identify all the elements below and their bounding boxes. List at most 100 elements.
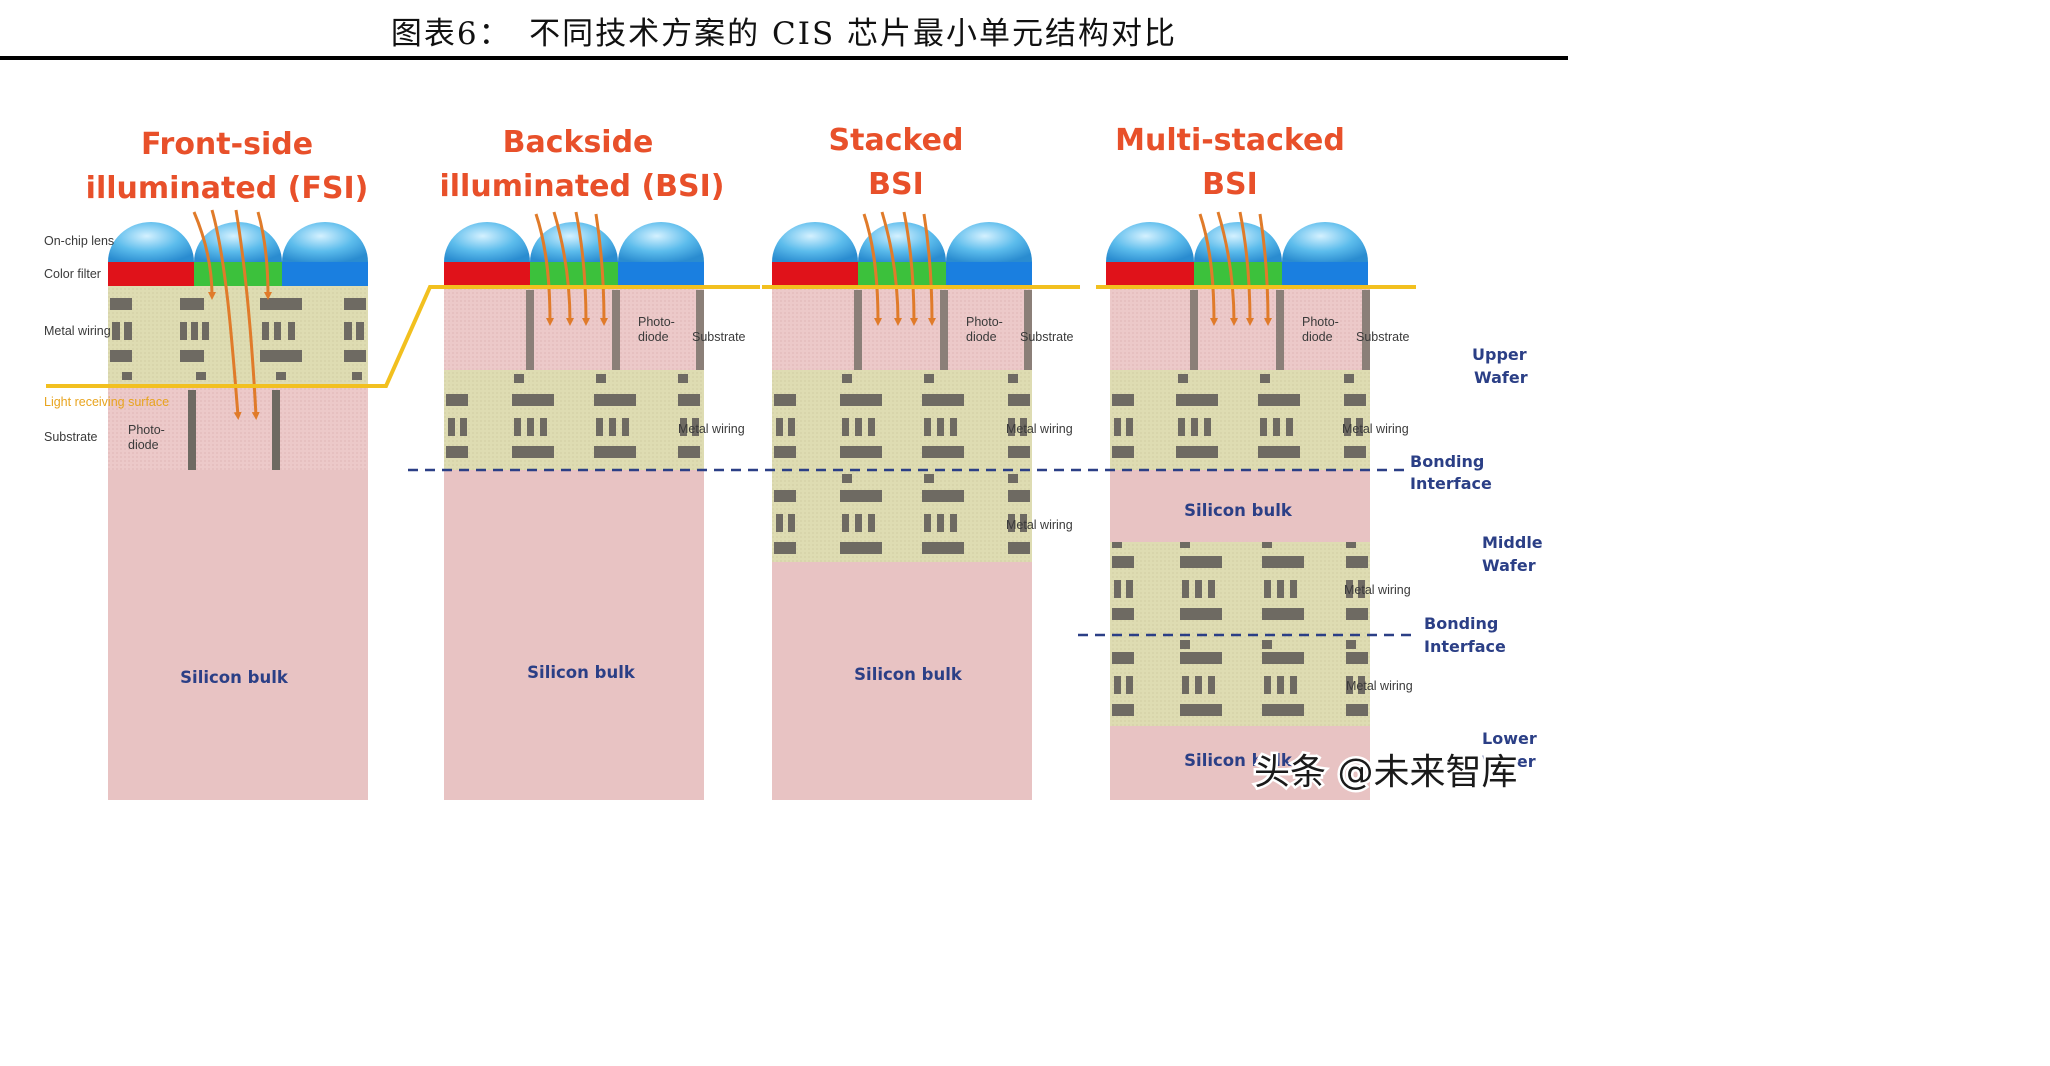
watermark: 头条 @未来智库: [1254, 752, 1517, 793]
bsi-silicon-bulk-label: Silicon bulk: [527, 663, 636, 682]
multi-middle-wires: [1112, 542, 1368, 620]
fsi-substrate-label: Substrate: [44, 430, 98, 444]
fsi-metal-layer: [108, 286, 368, 388]
light-receiving-surface-line: [46, 285, 760, 388]
multi-lens-3: [1282, 222, 1368, 262]
stacked-pixel-walls: [854, 290, 1032, 370]
bsi-lens-2: [530, 222, 618, 262]
multi-filter-blue: [1282, 262, 1368, 286]
multi-title-line1: Multi-stacked: [1115, 123, 1345, 158]
bsi-column: Photo- diode Substrate Metal wiring Sili…: [444, 211, 746, 800]
multi-middle-silicon-bulk-label: Silicon bulk: [1184, 501, 1293, 520]
bsi-filter-green: [530, 262, 618, 286]
bsi-substrate-label: Substrate: [692, 330, 746, 344]
multi-middle-metal-wiring-label: Metal wiring: [1344, 583, 1411, 597]
fsi-filter-blue: [282, 262, 368, 286]
stacked-lens-3: [946, 222, 1032, 262]
bsi-metal-wires: [446, 374, 700, 458]
figure-title: 图表6： 不同技术方案的 CIS 芯片最小单元结构对比: [390, 16, 1178, 52]
fsi-lens-1: [108, 222, 194, 262]
multi-lower-silicon-bulk-label: Silicon bulk: [1184, 751, 1293, 770]
multi-light-arrows: [1198, 211, 1272, 326]
multi-column: Photo- diode Substrate Metal wiring Meta…: [1106, 211, 1413, 800]
multi-filter-green: [1194, 262, 1282, 286]
multi-lower-silicon-bulk: [1110, 726, 1370, 800]
stacked-lower-metal-layer: [772, 470, 1032, 562]
fsi-filter-label: Color filter: [44, 267, 101, 281]
fsi-light-arrows: [192, 209, 272, 420]
multi-filter-red: [1106, 262, 1194, 286]
fsi-photodiode-label-2: diode: [128, 438, 159, 452]
stacked-lower-wires: [774, 474, 1030, 554]
bsi-filter-blue: [618, 262, 704, 286]
multi-lower-wires: [1112, 640, 1368, 716]
bsi-lens-3: [618, 222, 704, 262]
bsi-silicon-bulk: [444, 470, 704, 800]
stacked-filter-green: [858, 262, 946, 286]
stacked-light-arrows: [862, 211, 936, 326]
upper-wafer-label-2: Wafer: [1474, 368, 1528, 387]
stacked-silicon-bulk-label: Silicon bulk: [854, 665, 963, 684]
stacked-filter-red: [772, 262, 858, 286]
fsi-lens-3: [282, 222, 368, 262]
multi-lens-1: [1106, 222, 1194, 262]
multi-substrate: [1110, 286, 1370, 370]
multi-lower-metal-wiring-label: Metal wiring: [1346, 679, 1413, 693]
stacked-substrate: [772, 286, 1032, 370]
fsi-silicon-bulk-label: Silicon bulk: [180, 668, 289, 687]
multi-lens-2: [1194, 222, 1282, 262]
wafer-side-labels: Upper Wafer Bonding Interface Middle Waf…: [1410, 345, 1543, 771]
fsi-column: On-chip lens Color filter Metal wiring L…: [44, 209, 368, 800]
multi-photodiode-label-2: diode: [1302, 330, 1333, 344]
bonding-interface-label-4: Interface: [1424, 637, 1506, 656]
stacked-upper-wires: [774, 374, 1030, 458]
cis-structure-diagram: Front-side illuminated (FSI) Backside il…: [44, 123, 1543, 800]
stacked-lens-1: [772, 222, 858, 262]
multi-upper-metal-wiring-label: Metal wiring: [1342, 422, 1409, 436]
stacked-upper-metal-layer: [772, 370, 1032, 470]
multi-substrate-label: Substrate: [1356, 330, 1410, 344]
bsi-title-line2: illuminated (BSI): [439, 169, 724, 204]
stacked-photodiode-label-2: diode: [966, 330, 997, 344]
column-titles: Front-side illuminated (FSI) Backside il…: [86, 123, 1345, 206]
bsi-substrate: [444, 286, 704, 370]
multi-pixel-walls: [1190, 290, 1370, 370]
fsi-title-line2: illuminated (FSI): [86, 171, 369, 206]
bsi-title-line1: Backside: [503, 125, 654, 160]
title-underline: [0, 56, 1568, 60]
multi-middle-metal-layer: [1110, 542, 1370, 636]
stacked-silicon-bulk: [772, 562, 1032, 800]
stacked-column: Photo- diode Substrate Metal wiring Meta…: [772, 211, 1074, 800]
bsi-lens-1: [444, 222, 530, 262]
multi-photodiode-label-1: Photo-: [1302, 315, 1339, 329]
bsi-photodiode-label-2: diode: [638, 330, 669, 344]
fsi-light-surface-label: Light receiving surface: [44, 395, 169, 409]
lower-wafer-label-2: Wafer: [1482, 752, 1536, 771]
fsi-metal-label: Metal wiring: [44, 324, 111, 338]
stacked-lower-metal-wiring-label: Metal wiring: [1006, 518, 1073, 532]
bonding-interface-label-3: Bonding: [1424, 614, 1498, 633]
multi-upper-wires: [1112, 374, 1366, 458]
stacked-title-line2: BSI: [868, 167, 924, 202]
bsi-photodiode-label-1: Photo-: [638, 315, 675, 329]
fsi-photodiode-label-1: Photo-: [128, 423, 165, 437]
multi-title-line2: BSI: [1202, 167, 1258, 202]
stacked-lens-2: [858, 222, 946, 262]
stacked-filter-blue: [946, 262, 1032, 286]
multi-middle-silicon-bulk: [1110, 470, 1370, 542]
bsi-metal-wiring-label: Metal wiring: [678, 422, 745, 436]
bonding-interface-label-1: Bonding: [1410, 452, 1484, 471]
middle-wafer-label-2: Wafer: [1482, 556, 1536, 575]
stacked-upper-metal-wiring-label: Metal wiring: [1006, 422, 1073, 436]
stacked-photodiode-label-1: Photo-: [966, 315, 1003, 329]
fsi-side-labels: On-chip lens Color filter Metal wiring L…: [44, 234, 169, 452]
middle-wafer-label-1: Middle: [1482, 533, 1543, 552]
fsi-title-line1: Front-side: [141, 127, 313, 162]
lower-wafer-label-1: Lower: [1482, 729, 1537, 748]
stacked-substrate-label: Substrate: [1020, 330, 1074, 344]
multi-lower-metal-layer: [1110, 636, 1370, 726]
fsi-metal-wires: [110, 298, 366, 470]
bsi-filter-red: [444, 262, 530, 286]
bsi-pixel-walls: [526, 290, 704, 370]
multi-upper-metal-layer: [1110, 370, 1370, 470]
